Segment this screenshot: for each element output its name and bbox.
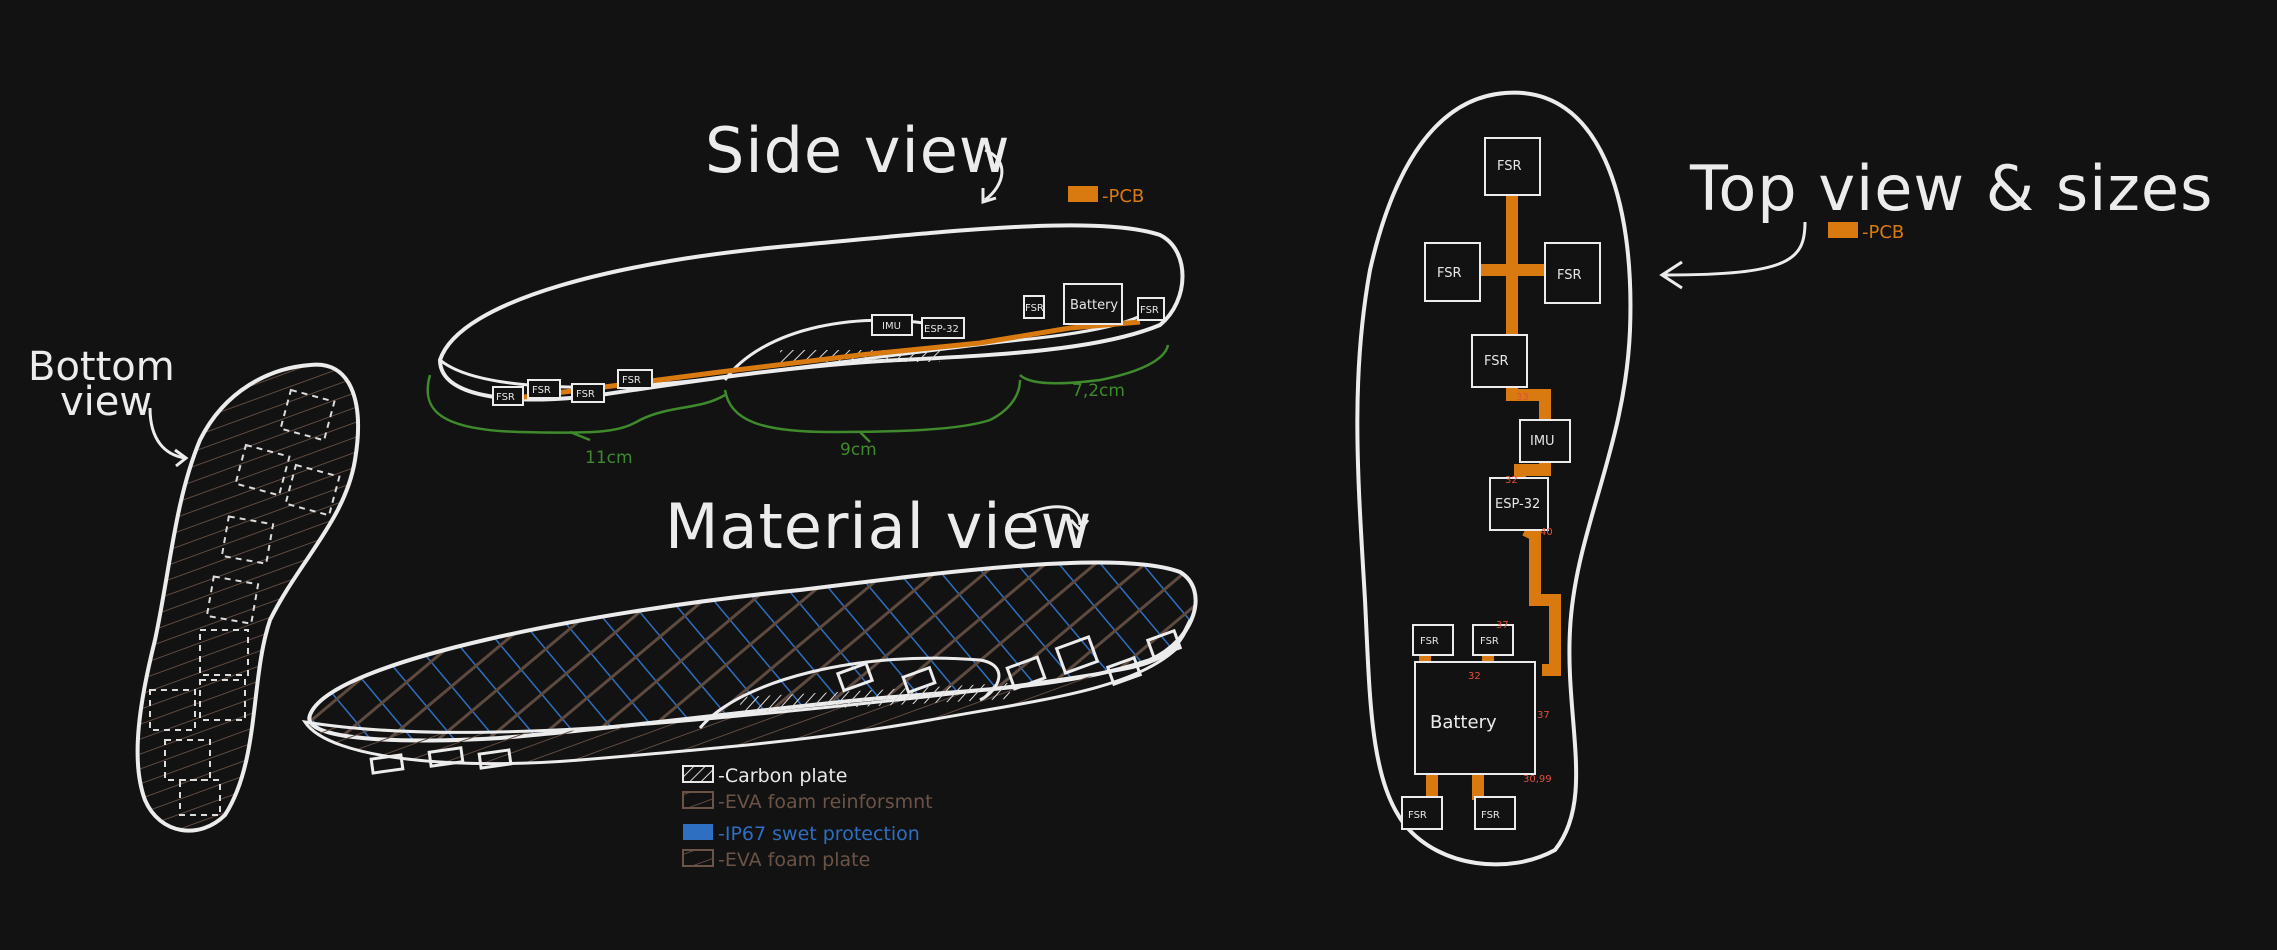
side-fsr-3	[571, 383, 605, 403]
side-esp	[921, 317, 965, 339]
legend-swatch-eva-plate	[682, 849, 714, 867]
top-fsr-mid-label: FSR	[1484, 354, 1509, 369]
top-fsr-heel-left-label: FSR	[1420, 636, 1439, 647]
top-fsr-heel-right	[1472, 624, 1514, 656]
side-view: Side view -PCB FSR FSR FSR FSR IMU ESP-3…	[426, 114, 1185, 468]
top-esp-label: ESP-32	[1495, 497, 1540, 512]
side-esp-label: ESP-32	[924, 324, 959, 335]
top-size-note-5: 32	[1468, 671, 1481, 682]
side-view-title: Side view	[705, 114, 1011, 187]
top-fsr-bottom-left	[1401, 796, 1443, 830]
top-fsr-left-label: FSR	[1437, 266, 1462, 281]
side-fsr-6	[1137, 297, 1165, 321]
top-view-arrow	[1664, 221, 1807, 277]
top-battery-label: Battery	[1430, 712, 1497, 733]
side-fsr-6-label: FSR	[1140, 305, 1159, 316]
side-view-outline	[437, 223, 1185, 402]
side-view-arrow	[984, 148, 1004, 202]
side-imu	[871, 314, 913, 336]
material-carbon-plate	[739, 682, 1011, 714]
top-size-note-7: 30,99	[1523, 774, 1552, 785]
top-pcb-swatch	[1828, 222, 1858, 238]
legend-ip67: -IP67 swet protection	[718, 823, 920, 845]
side-pcb-legend: -PCB	[1102, 186, 1144, 207]
top-fsr-right-label: FSR	[1557, 268, 1582, 283]
bottom-view-title-line2: view	[60, 379, 152, 425]
legend-carbon: -Carbon plate	[718, 765, 847, 787]
legend-swatch-carbon	[682, 765, 714, 783]
top-fsr-heel-left	[1412, 624, 1454, 656]
material-view-arrow	[1024, 505, 1082, 526]
bottom-view-sensor-outlines	[149, 388, 341, 816]
top-fsr-right	[1544, 242, 1601, 304]
top-size-note-3: 40	[1540, 527, 1553, 538]
top-esp	[1489, 477, 1549, 531]
material-sensor-pads	[369, 628, 1183, 775]
top-size-note-4: 37	[1496, 620, 1509, 631]
top-imu	[1519, 419, 1571, 463]
side-dim-1: 11cm	[585, 448, 633, 468]
side-fsr-5	[1023, 295, 1045, 319]
side-imu-label: IMU	[882, 321, 901, 332]
side-fsr-1	[492, 386, 524, 406]
bottom-view: Bottom view	[28, 344, 360, 833]
bottom-view-title-line1: Bottom	[28, 344, 175, 390]
top-view-title: Top view & sizes	[1689, 152, 2213, 225]
top-fsr-bottom-right-label: FSR	[1481, 810, 1500, 821]
legend-eva-plate: -EVA foam plate	[718, 849, 870, 871]
top-size-note-1: 33	[1516, 392, 1529, 403]
bottom-view-outline	[135, 362, 360, 833]
side-dimension-braces	[426, 344, 1170, 443]
side-battery-label: Battery	[1070, 298, 1118, 313]
top-size-note-6: 37	[1537, 710, 1550, 721]
side-fsr-1-label: FSR	[496, 392, 515, 403]
side-dim-3: 7,2cm	[1072, 381, 1125, 401]
side-fsr-3-label: FSR	[576, 389, 595, 400]
top-pcb-legend: -PCB	[1862, 222, 1904, 243]
top-fsr-top	[1484, 137, 1541, 196]
side-fsr-4	[617, 369, 653, 389]
material-view-title: Material view	[665, 490, 1092, 563]
legend-eva-reinforcement: -EVA foam reinforsmnt	[718, 791, 933, 813]
legend-swatch-ip67	[683, 824, 713, 840]
bottom-view-arrow	[148, 407, 186, 460]
top-fsr-bottom-left-label: FSR	[1408, 810, 1427, 821]
top-fsr-bottom-right	[1474, 796, 1516, 830]
side-dim-2: 9cm	[840, 440, 877, 460]
top-fsr-top-label: FSR	[1497, 159, 1522, 174]
top-fsr-mid	[1471, 334, 1528, 388]
legend-swatch-eva-reinforcement	[682, 791, 714, 809]
top-view: Top view & sizes -PCB	[1355, 90, 2213, 867]
side-battery	[1063, 283, 1123, 325]
side-pcb-swatch	[1068, 186, 1098, 202]
side-fsr-5-label: FSR	[1025, 303, 1044, 314]
top-battery	[1414, 661, 1536, 775]
materials-legend: -Carbon plate -EVA foam reinforsmnt -IP6…	[682, 765, 933, 871]
top-imu-label: IMU	[1530, 434, 1555, 449]
side-fsr-4-label: FSR	[622, 375, 641, 386]
top-fsr-heel-right-label: FSR	[1480, 636, 1499, 647]
top-size-note-2: 32	[1505, 475, 1518, 486]
material-view: Material view -Carbon plate -EVA foam re…	[301, 490, 1198, 871]
side-fsr-2	[527, 379, 561, 399]
top-view-outline	[1355, 90, 1633, 867]
top-fsr-left	[1424, 242, 1481, 302]
side-fsr-2-label: FSR	[532, 385, 551, 396]
